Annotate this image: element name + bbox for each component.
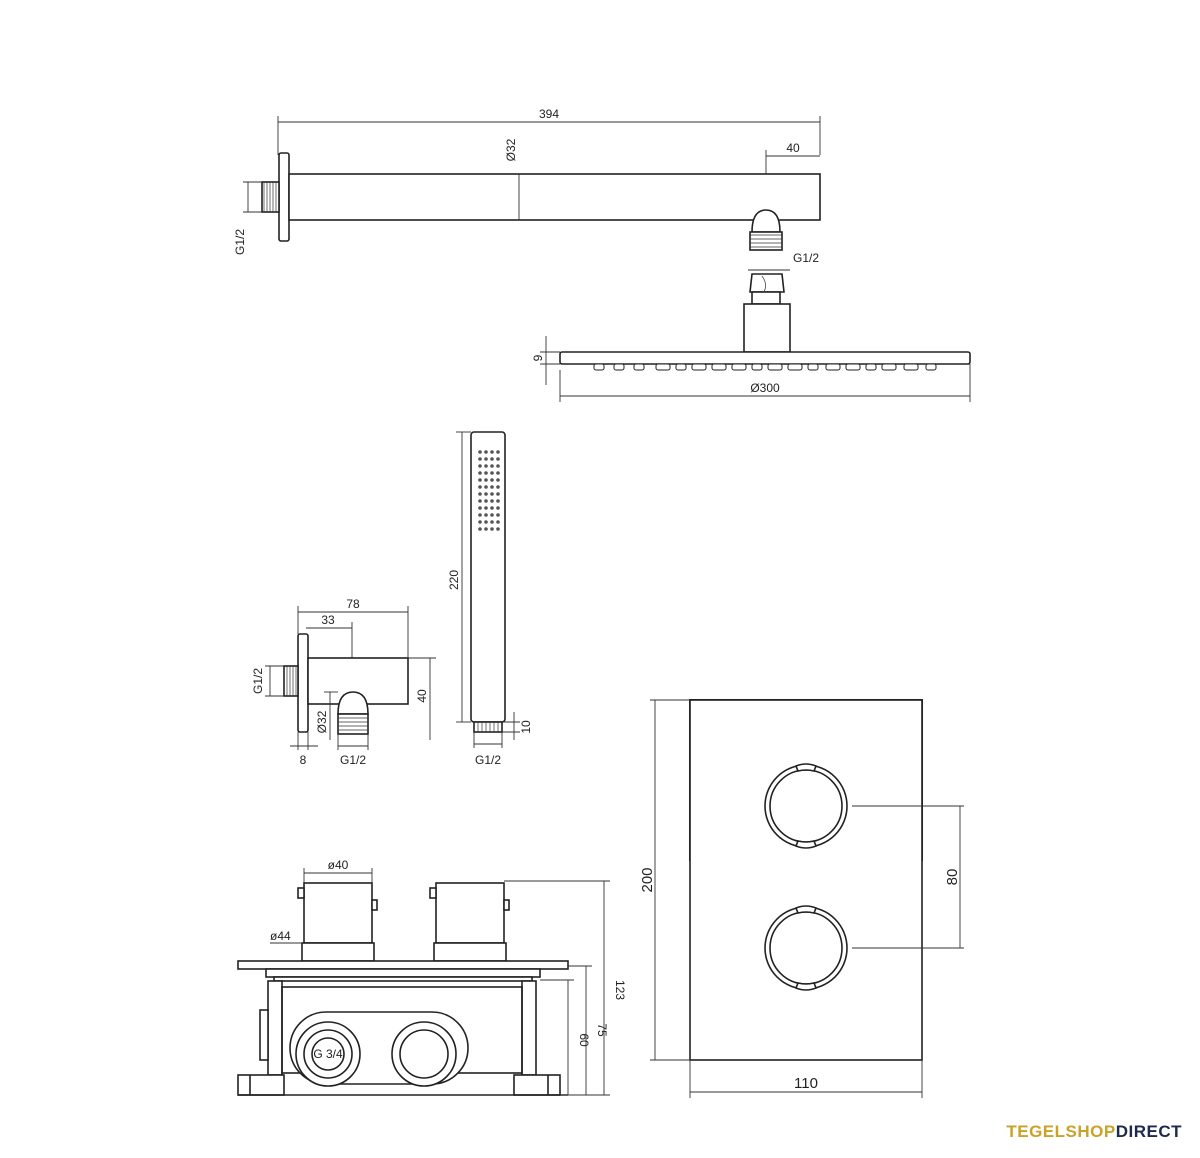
dim-plate-height: 200 bbox=[639, 867, 656, 892]
front-plate-outline: 80 200 110 bbox=[639, 699, 964, 1098]
hand-shower-nozzles bbox=[478, 450, 500, 531]
wall-outlet: 78 33 G1/2 40 Ø32 bbox=[251, 597, 436, 767]
dim-arm-offset: 40 bbox=[786, 141, 800, 155]
dim-head-diameter: Ø300 bbox=[750, 381, 780, 395]
dim-hand-connector: 10 bbox=[519, 720, 533, 734]
dim-outlet-diameter: Ø32 bbox=[315, 710, 329, 733]
dim-arm-thread-wall: G1/2 bbox=[233, 229, 247, 255]
dim-plate-width: 110 bbox=[794, 1075, 818, 1092]
dim-hand-length: 220 bbox=[447, 570, 461, 590]
brand-part2: DIRECT bbox=[1115, 1122, 1182, 1141]
dim-outlet-height: 40 bbox=[415, 689, 429, 703]
dim-box-inner: 60 bbox=[577, 1033, 591, 1047]
dim-head-thickness: 9 bbox=[531, 354, 545, 361]
dim-outlet-thread-wall: G1/2 bbox=[251, 668, 265, 694]
thermostat-box-side: ø40 ø44 G 3/4 bbox=[237, 858, 627, 1096]
brand-logo: TEGELSHOPDIRECT bbox=[1006, 1122, 1182, 1142]
hand-shower: 220 10 G1/2 bbox=[447, 431, 533, 767]
shower-arm: 394 40 G1/2 Ø32 G1/2 bbox=[233, 107, 821, 271]
dim-outlet-offset: 33 bbox=[321, 613, 335, 627]
dim-outlet-depth: 78 bbox=[346, 597, 360, 611]
dim-outlet-flange: 8 bbox=[300, 753, 307, 767]
dim-arm-diameter: Ø32 bbox=[504, 138, 518, 161]
dim-box-outer: 75 bbox=[595, 1023, 609, 1037]
label-inlet: G 3/4 bbox=[313, 1047, 343, 1061]
shower-nozzles bbox=[593, 363, 937, 371]
dim-arm-thread-head: G1/2 bbox=[793, 251, 819, 265]
dim-knob-diameter: ø40 bbox=[328, 858, 349, 872]
shower-head: 9 Ø300 bbox=[531, 273, 971, 402]
dim-hand-thread: G1/2 bbox=[475, 753, 501, 767]
brand-part1: TEGELSHOP bbox=[1006, 1122, 1116, 1141]
dim-total-height: 123 bbox=[613, 980, 627, 1000]
dim-outlet-thread-out: G1/2 bbox=[340, 753, 366, 767]
dim-knob-spacing: 80 bbox=[944, 869, 961, 886]
dim-arm-length: 394 bbox=[539, 107, 559, 121]
dim-rosette-diameter: ø44 bbox=[270, 929, 291, 943]
